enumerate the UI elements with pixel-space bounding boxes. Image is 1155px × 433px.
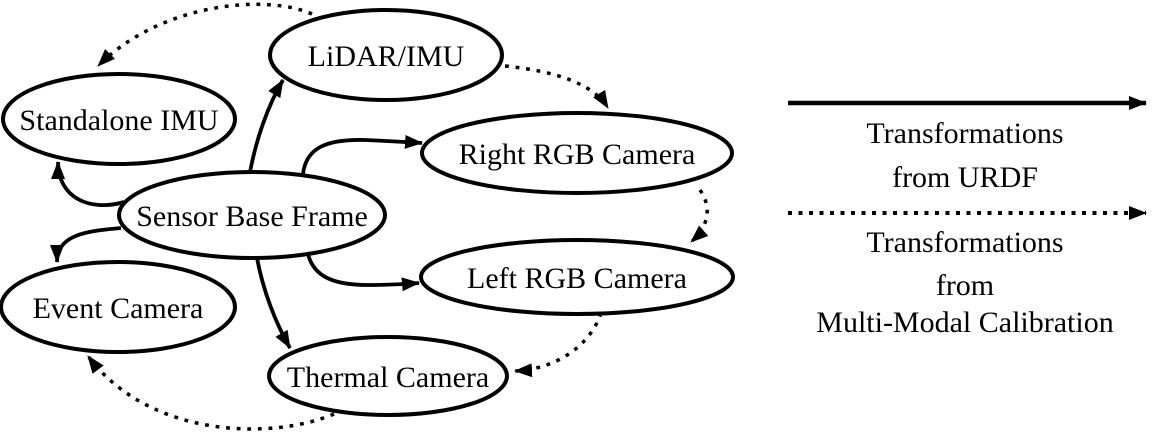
edge-dotted-left-rgb-to-thermal xyxy=(514,312,603,378)
node-sensor-base-frame: Sensor Base Frame xyxy=(117,170,387,260)
node-sensor-base-frame-ellipse xyxy=(117,170,387,260)
node-standalone-imu-ellipse xyxy=(1,72,237,166)
edge-solid-base-to-left-rgb xyxy=(306,253,420,292)
node-standalone-imu-label: Standalone IMU xyxy=(19,104,218,137)
edge-solid-base-to-event-camera xyxy=(50,226,122,263)
legend-calibration-line1: Transformations xyxy=(866,226,1063,259)
node-lidar-imu-ellipse xyxy=(268,8,504,102)
node-thermal-camera-ellipse xyxy=(267,335,509,417)
node-lidar-imu: LiDAR/IMU xyxy=(268,8,504,102)
calibration-edges xyxy=(86,2,709,431)
node-standalone-imu: Standalone IMU xyxy=(1,72,237,166)
edge-solid-base-to-thermal-camera xyxy=(255,257,292,349)
legend-urdf-line2: from URDF xyxy=(892,161,1038,194)
node-right-rgb-camera-ellipse xyxy=(420,111,734,195)
legend: Transformations from URDF Transformation… xyxy=(788,96,1147,339)
node-event-camera-ellipse xyxy=(0,260,237,354)
edge-solid-base-to-lidar-imu xyxy=(248,79,285,173)
node-thermal-camera: Thermal Camera xyxy=(267,335,509,417)
node-left-rgb-camera-ellipse xyxy=(419,238,735,316)
legend-urdf-line1: Transformations xyxy=(866,117,1063,150)
node-right-rgb-camera-label: Right RGB Camera xyxy=(459,138,696,171)
legend-calibration-line3: Multi-Modal Calibration xyxy=(816,306,1113,339)
node-event-camera-label: Event Camera xyxy=(33,292,204,325)
node-lidar-imu-label: LiDAR/IMU xyxy=(308,40,465,73)
edge-solid-base-to-standalone-imu xyxy=(51,161,125,207)
node-right-rgb-camera: Right RGB Camera xyxy=(420,111,734,195)
node-left-rgb-camera: Left RGB Camera xyxy=(419,238,735,316)
node-event-camera: Event Camera xyxy=(0,260,237,354)
edge-dotted-right-rgb-to-left-rgb xyxy=(689,188,709,244)
edge-solid-base-to-right-rgb xyxy=(301,134,423,175)
node-left-rgb-camera-label: Left RGB Camera xyxy=(467,262,687,295)
edge-dotted-lidar-to-right-rgb xyxy=(504,64,610,109)
legend-calibration-line2: from xyxy=(936,269,994,302)
node-sensor-base-frame-label: Sensor Base Frame xyxy=(136,200,368,233)
node-thermal-camera-label: Thermal Camera xyxy=(287,361,489,394)
urdf-edges xyxy=(50,79,423,349)
